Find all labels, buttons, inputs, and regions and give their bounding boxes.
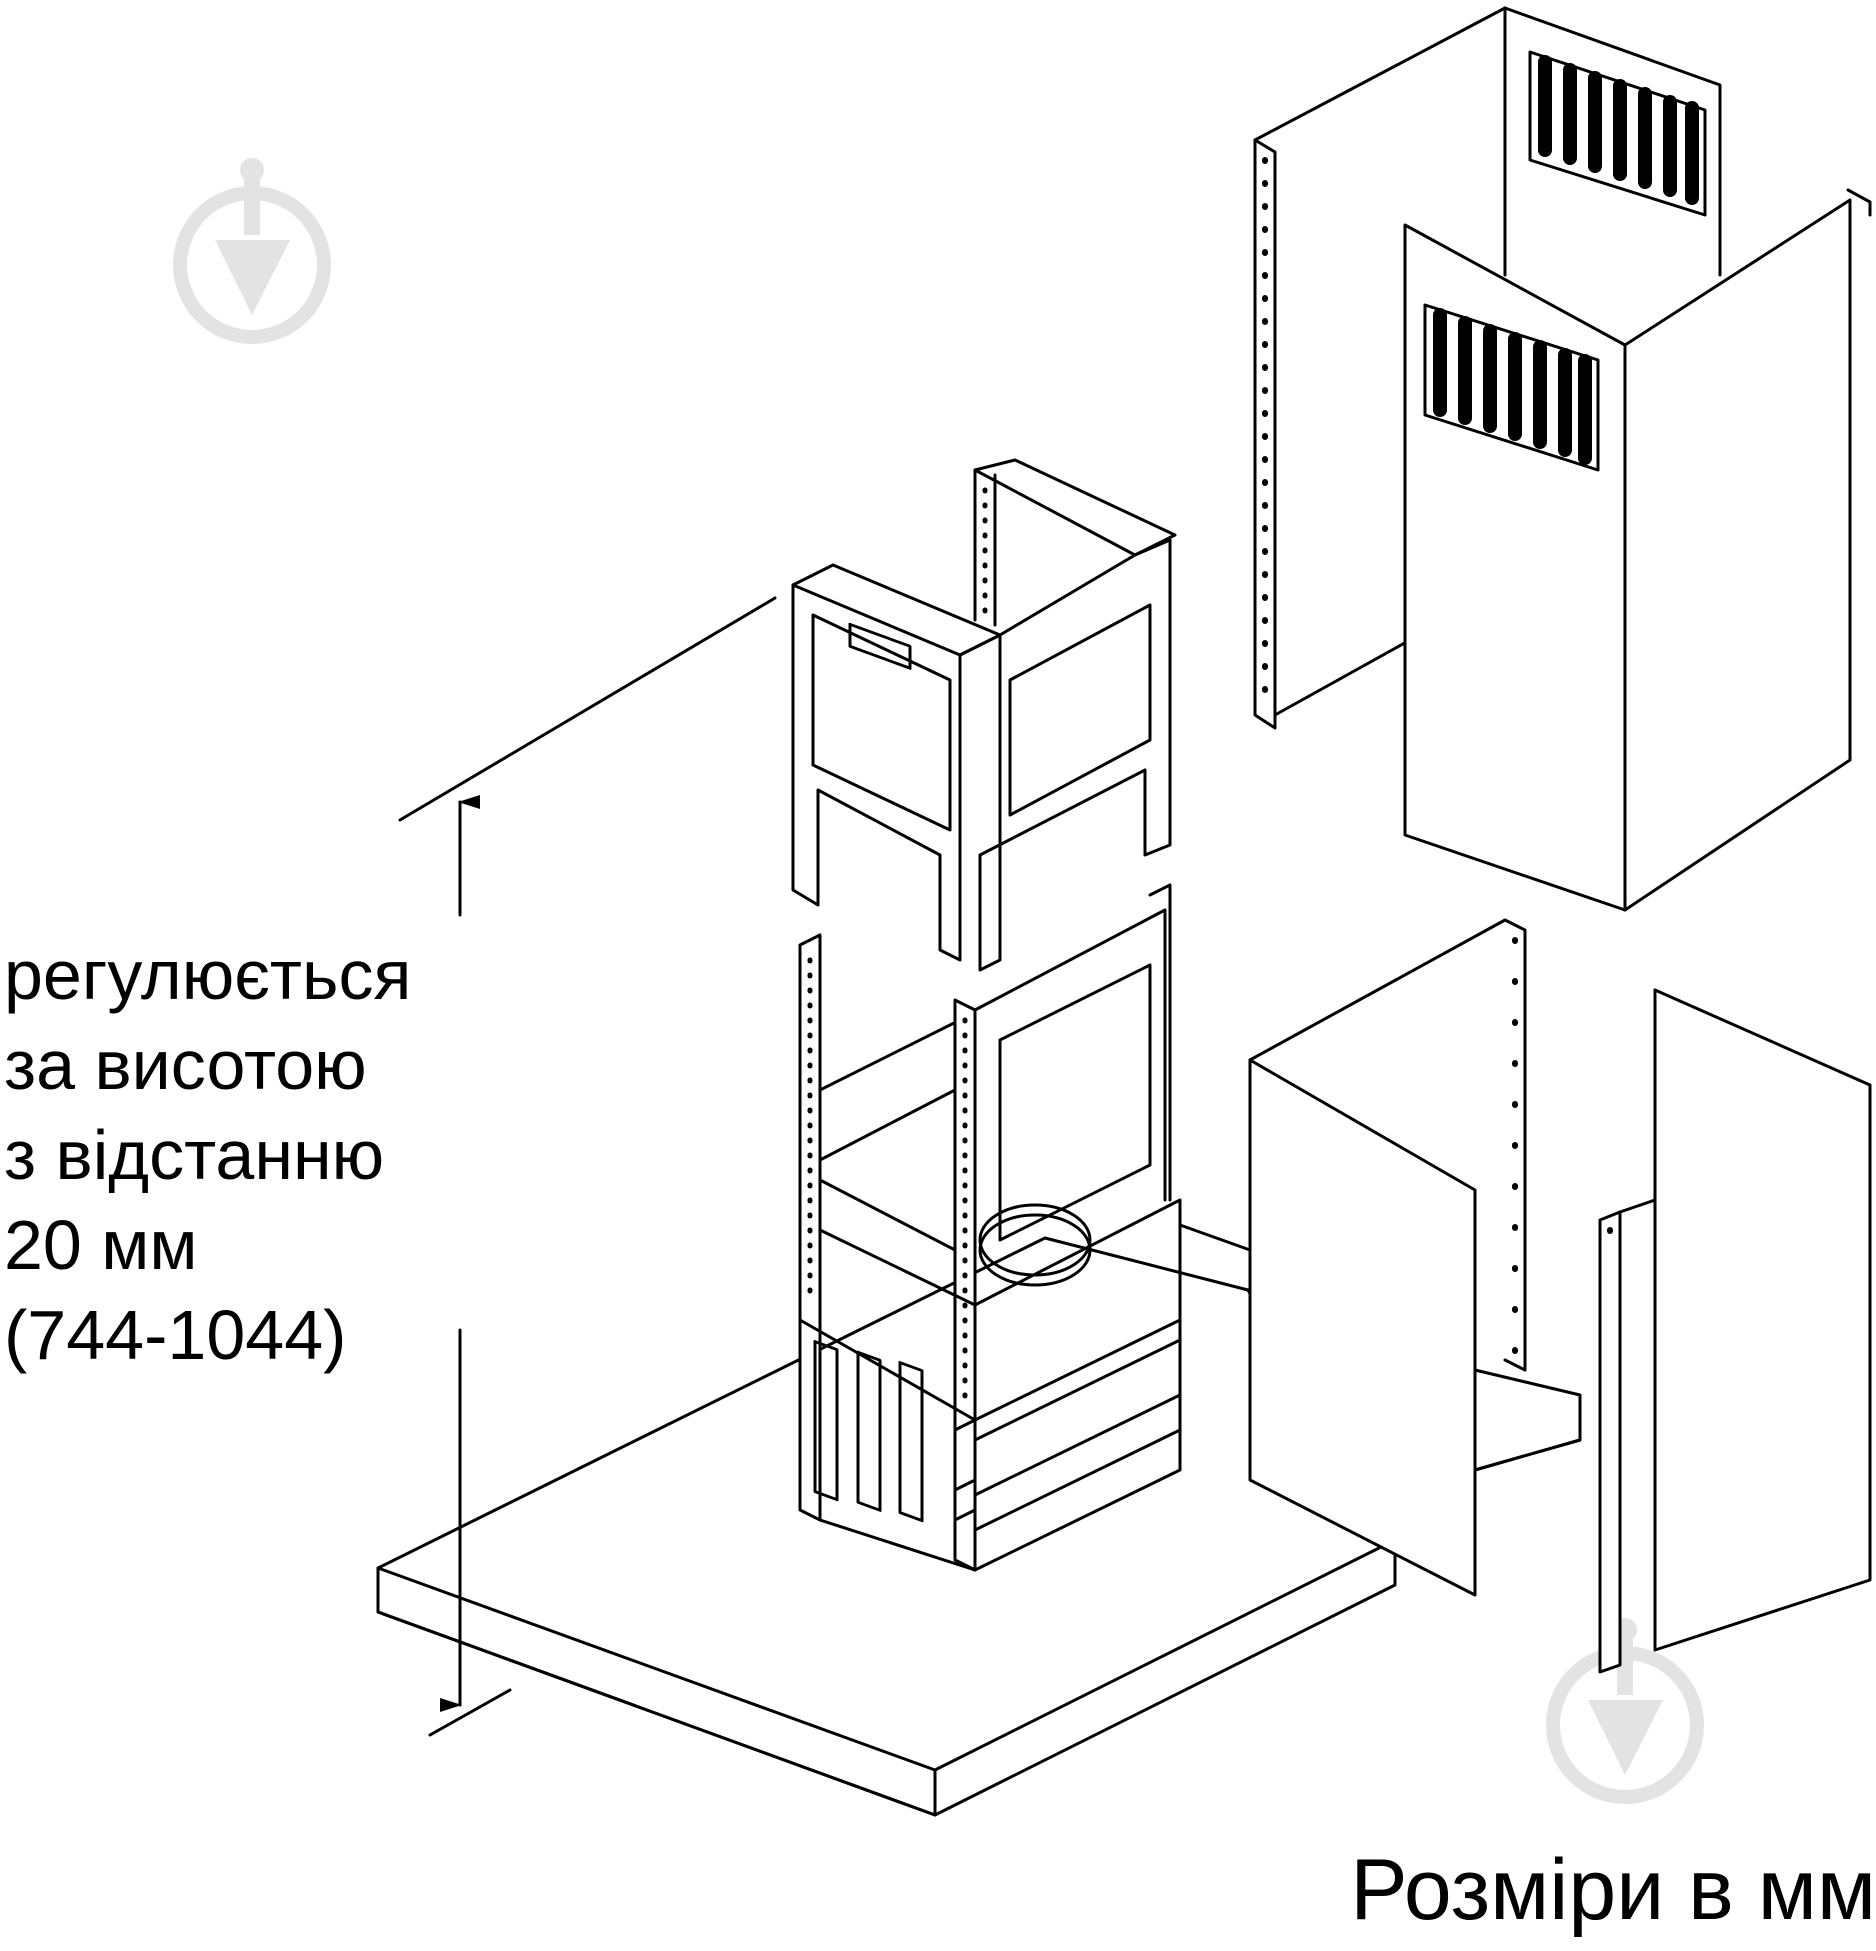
upper-frame (791, 458, 1177, 972)
note-line-2: за висотою (4, 1026, 367, 1104)
note-line-3: з відстанню (4, 1116, 385, 1194)
units-note: Розміри в мм (1350, 1842, 1876, 1938)
height-dimension (398, 596, 777, 1737)
upper-chimney-front (1403, 55, 1872, 912)
height-adjustment-note: регулюється за висотою з відстанню 20 мм… (4, 930, 411, 1380)
hood-canopy (376, 1236, 1397, 1817)
lower-frame (798, 883, 1182, 1572)
note-line-1: регулюється (4, 936, 412, 1014)
lower-chimney-right (1598, 988, 1872, 1674)
note-line-4: 20 мм (4, 1206, 198, 1284)
upper-chimney-rear (1253, 6, 1722, 730)
note-line-5: (744-1044) (4, 1296, 347, 1374)
lower-chimney-left (1178, 918, 1582, 1597)
watermark-logo-icon (173, 158, 331, 344)
